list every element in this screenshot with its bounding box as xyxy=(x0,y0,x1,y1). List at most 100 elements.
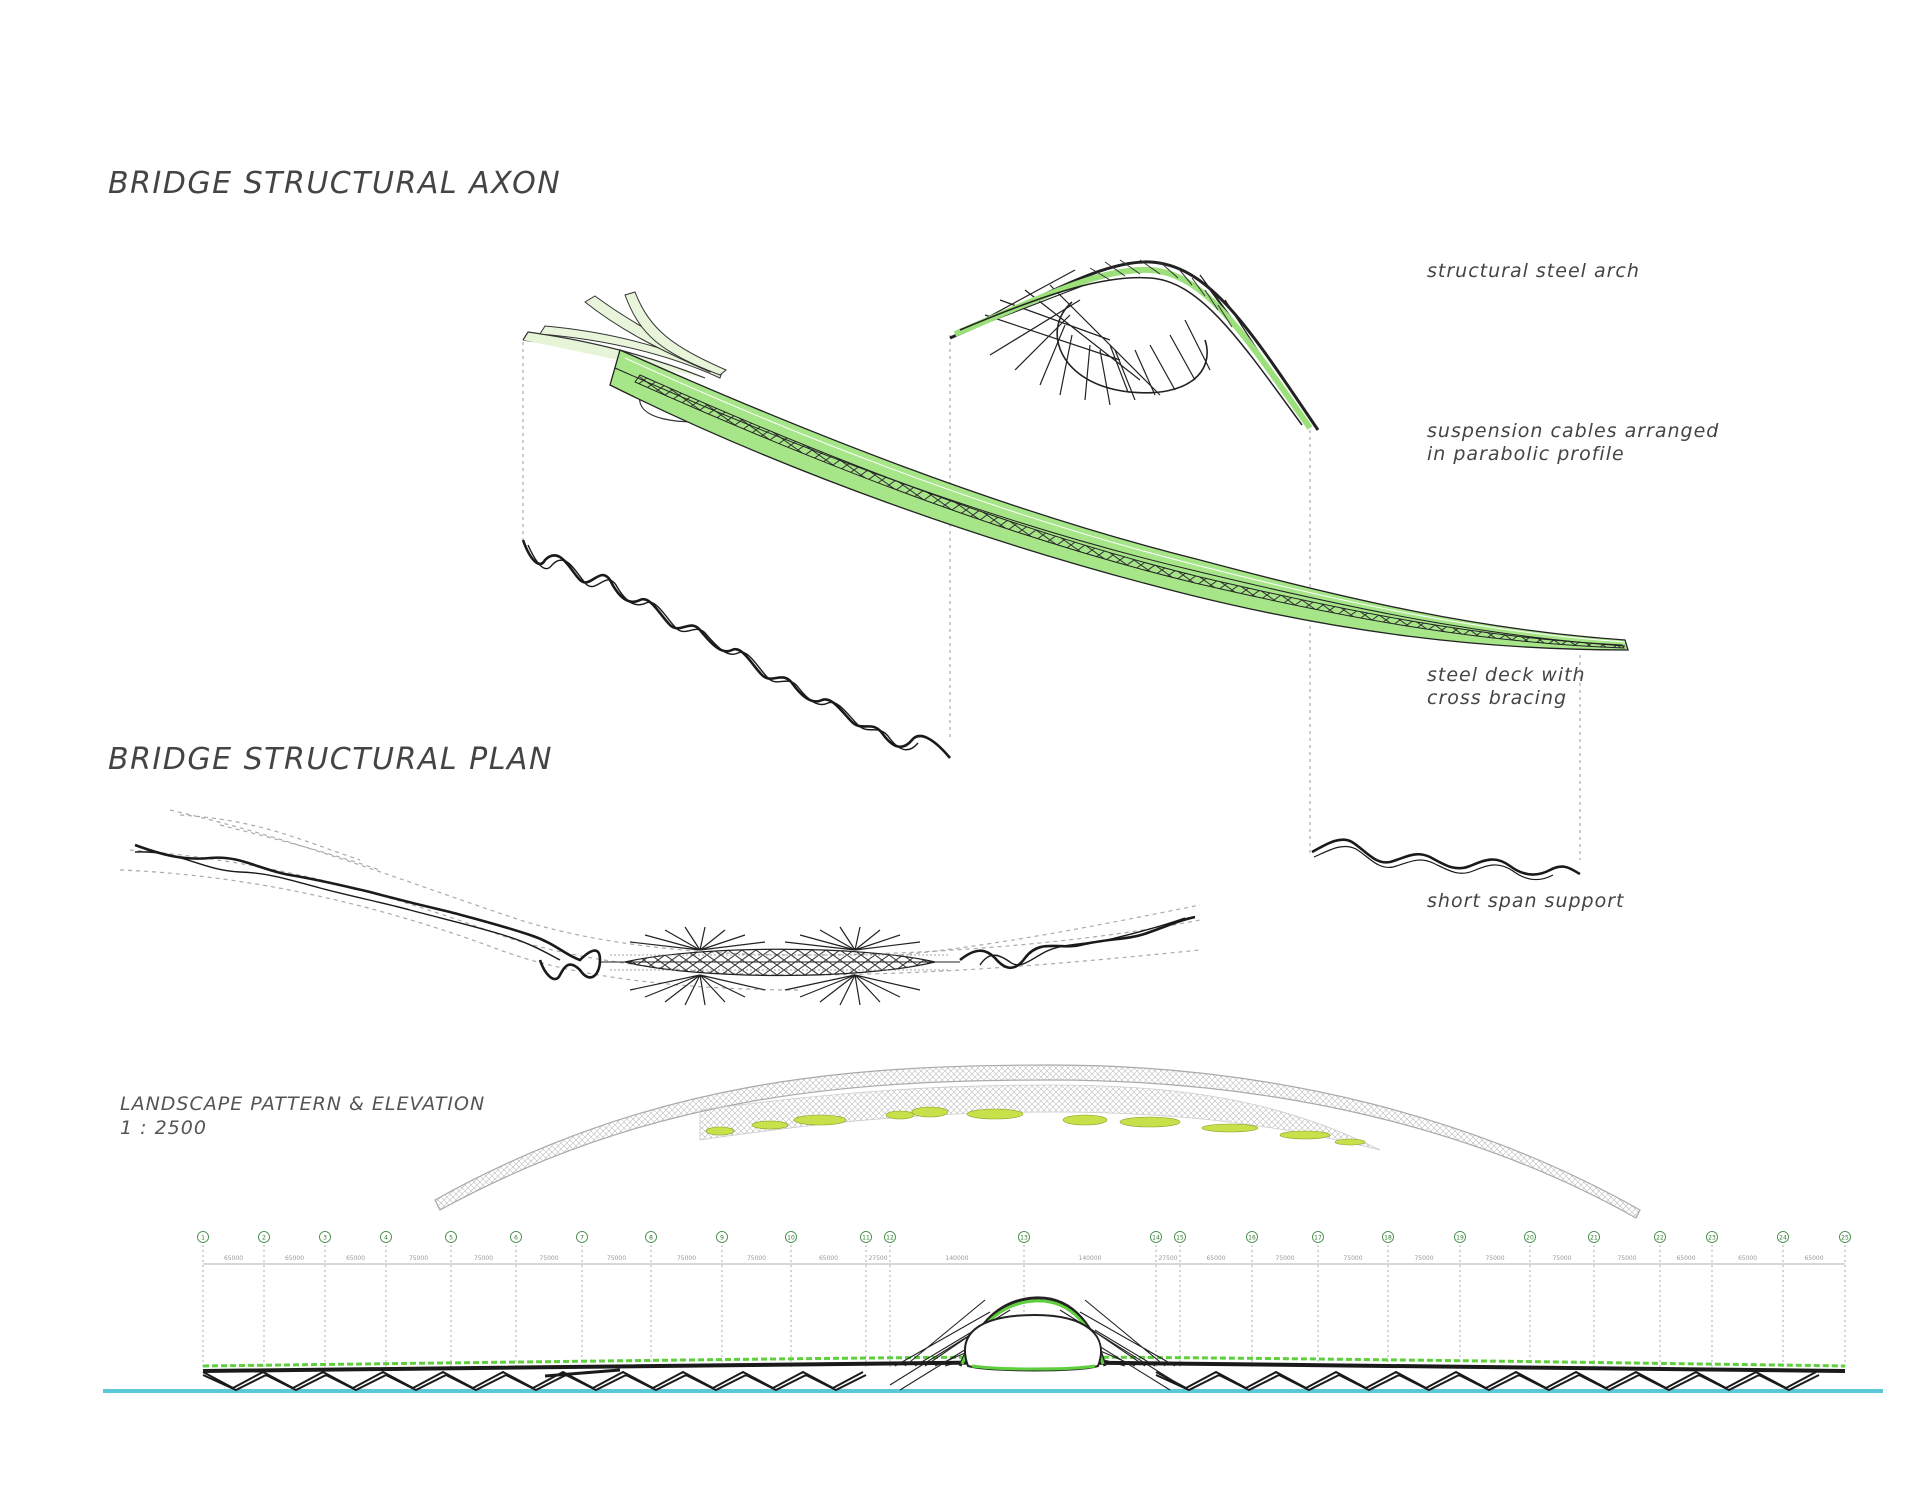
grid-label: 9 xyxy=(720,1235,724,1242)
grid-bubble xyxy=(860,1231,872,1243)
grid-bubble xyxy=(1382,1231,1394,1243)
grid-bubble xyxy=(1654,1231,1666,1243)
plan-support-right xyxy=(959,915,1196,970)
grid-bubble xyxy=(1839,1231,1851,1243)
plan-dashed-outlines xyxy=(119,809,1201,991)
span-dimension: 65000 xyxy=(819,1255,838,1262)
span-dimension: 75000 xyxy=(1275,1255,1294,1262)
grid-bubble xyxy=(197,1231,209,1243)
label-steel-deck: steel deck with cross bracing xyxy=(1427,664,1586,710)
grid-label: 17 xyxy=(1314,1235,1322,1242)
grid-bubble xyxy=(1312,1231,1324,1243)
grid-label: 23 xyxy=(1708,1235,1716,1242)
grid-label: 6 xyxy=(514,1235,518,1242)
span-dimension: 75000 xyxy=(1414,1255,1433,1262)
grid-bubble xyxy=(319,1231,331,1243)
grid-label: 8 xyxy=(649,1235,653,1242)
elevation-scale: 1 : 2500 xyxy=(120,1117,207,1139)
span-dimension: 65000 xyxy=(1676,1255,1695,1262)
grid-label: 18 xyxy=(1384,1235,1392,1242)
label-steel-deck-line1: steel deck with xyxy=(1427,664,1586,686)
grid-label: 11 xyxy=(862,1235,870,1242)
plan-cable-fans xyxy=(629,926,921,1006)
span-dimension: 75000 xyxy=(607,1255,626,1262)
grid-label: 25 xyxy=(1841,1235,1849,1242)
span-dimension: 140000 xyxy=(1079,1255,1102,1262)
grid-label: 5 xyxy=(449,1235,453,1242)
span-dimension: 75000 xyxy=(1552,1255,1571,1262)
axon-steel-arch xyxy=(949,259,1320,431)
grid-bubble xyxy=(785,1231,797,1243)
grid-label: 2 xyxy=(262,1235,266,1242)
label-steel-deck-line2: cross bracing xyxy=(1427,687,1568,709)
arch-rib-inner xyxy=(959,276,1303,426)
grid-bubble xyxy=(1454,1231,1466,1243)
grid-bubble xyxy=(1777,1231,1789,1243)
grid-label: 14 xyxy=(1152,1235,1160,1242)
elevation-zigzag-piers xyxy=(202,1370,1820,1392)
span-dimension: 75000 xyxy=(409,1255,428,1262)
grid-label: 20 xyxy=(1526,1235,1534,1242)
elevation-deck-green xyxy=(202,1355,1846,1368)
arch-lower-loop xyxy=(1056,301,1208,394)
arch-suspension-cables xyxy=(954,269,1291,406)
label-suspension-cables-line2: in parabolic profile xyxy=(1427,443,1625,465)
label-suspension-cables: suspension cables arranged in parabolic … xyxy=(1427,420,1719,466)
plan-title: BRIDGE STRUCTURAL PLAN xyxy=(108,742,553,777)
grid-label: 24 xyxy=(1779,1235,1787,1242)
span-dimension: 65000 xyxy=(1804,1255,1823,1262)
span-dimension: 65000 xyxy=(224,1255,243,1262)
grid-label: 15 xyxy=(1176,1235,1184,1242)
grid-label: 13 xyxy=(1020,1235,1028,1242)
grid-label: 10 xyxy=(787,1235,795,1242)
grid-bubble xyxy=(1706,1231,1718,1243)
elevation-title-line: LANDSCAPE PATTERN & ELEVATION xyxy=(120,1093,486,1115)
elevation-landscape-pattern xyxy=(434,1064,1641,1219)
span-dimension: 75000 xyxy=(747,1255,766,1262)
grid-bubble xyxy=(1524,1231,1536,1243)
grid-bubble xyxy=(1588,1231,1600,1243)
grid-bubble xyxy=(445,1231,457,1243)
span-dimension: 140000 xyxy=(946,1255,969,1262)
elevation-title: LANDSCAPE PATTERN & ELEVATION 1 : 2500 xyxy=(120,1092,485,1140)
grid-bubble xyxy=(716,1231,728,1243)
span-dimension: 27500 xyxy=(868,1255,887,1262)
axon-short-span-support xyxy=(1311,838,1581,881)
deck-branch-4 xyxy=(624,291,727,376)
span-dimension: 27500 xyxy=(1158,1255,1177,1262)
grid-bubble xyxy=(258,1231,270,1243)
span-dimension: 65000 xyxy=(1206,1255,1225,1262)
deck-cross-bracing xyxy=(634,374,1625,649)
span-dimension: 75000 xyxy=(677,1255,696,1262)
axon-title: BRIDGE STRUCTURAL AXON xyxy=(108,166,562,201)
landscape-vegetation-patches xyxy=(705,1106,1366,1146)
arch-lattice xyxy=(1089,259,1233,328)
elevation-arch xyxy=(889,1296,1181,1391)
label-structural-steel-arch: structural steel arch xyxy=(1427,260,1640,282)
grid-bubble xyxy=(884,1231,896,1243)
grid-bubble xyxy=(510,1231,522,1243)
span-dimension: 75000 xyxy=(1485,1255,1504,1262)
grid-bubble xyxy=(1018,1231,1030,1243)
span-dimension: 65000 xyxy=(346,1255,365,1262)
span-dimension: 65000 xyxy=(1738,1255,1757,1262)
grid-label: 1 xyxy=(201,1235,205,1242)
grid-label: 3 xyxy=(323,1235,327,1242)
grid-label: 12 xyxy=(886,1235,894,1242)
grid-label: 22 xyxy=(1656,1235,1664,1242)
span-dimension: 75000 xyxy=(1617,1255,1636,1262)
grid-label: 21 xyxy=(1590,1235,1598,1242)
grid-label: 16 xyxy=(1248,1235,1256,1242)
grid-bubble xyxy=(1150,1231,1162,1243)
elevation-bridge xyxy=(103,1296,1883,1393)
label-suspension-cables-line1: suspension cables arranged xyxy=(1427,420,1720,442)
axon-projection-lines xyxy=(522,335,1581,860)
deck-green-band xyxy=(609,349,1629,651)
elevation-arch-loop xyxy=(963,1313,1102,1372)
grid-bubble xyxy=(1246,1231,1258,1243)
grid-label: 7 xyxy=(580,1235,584,1242)
label-short-span-support: short span support xyxy=(1427,890,1625,912)
grid-label: 4 xyxy=(384,1235,388,1242)
span-dimension: 75000 xyxy=(539,1255,558,1262)
